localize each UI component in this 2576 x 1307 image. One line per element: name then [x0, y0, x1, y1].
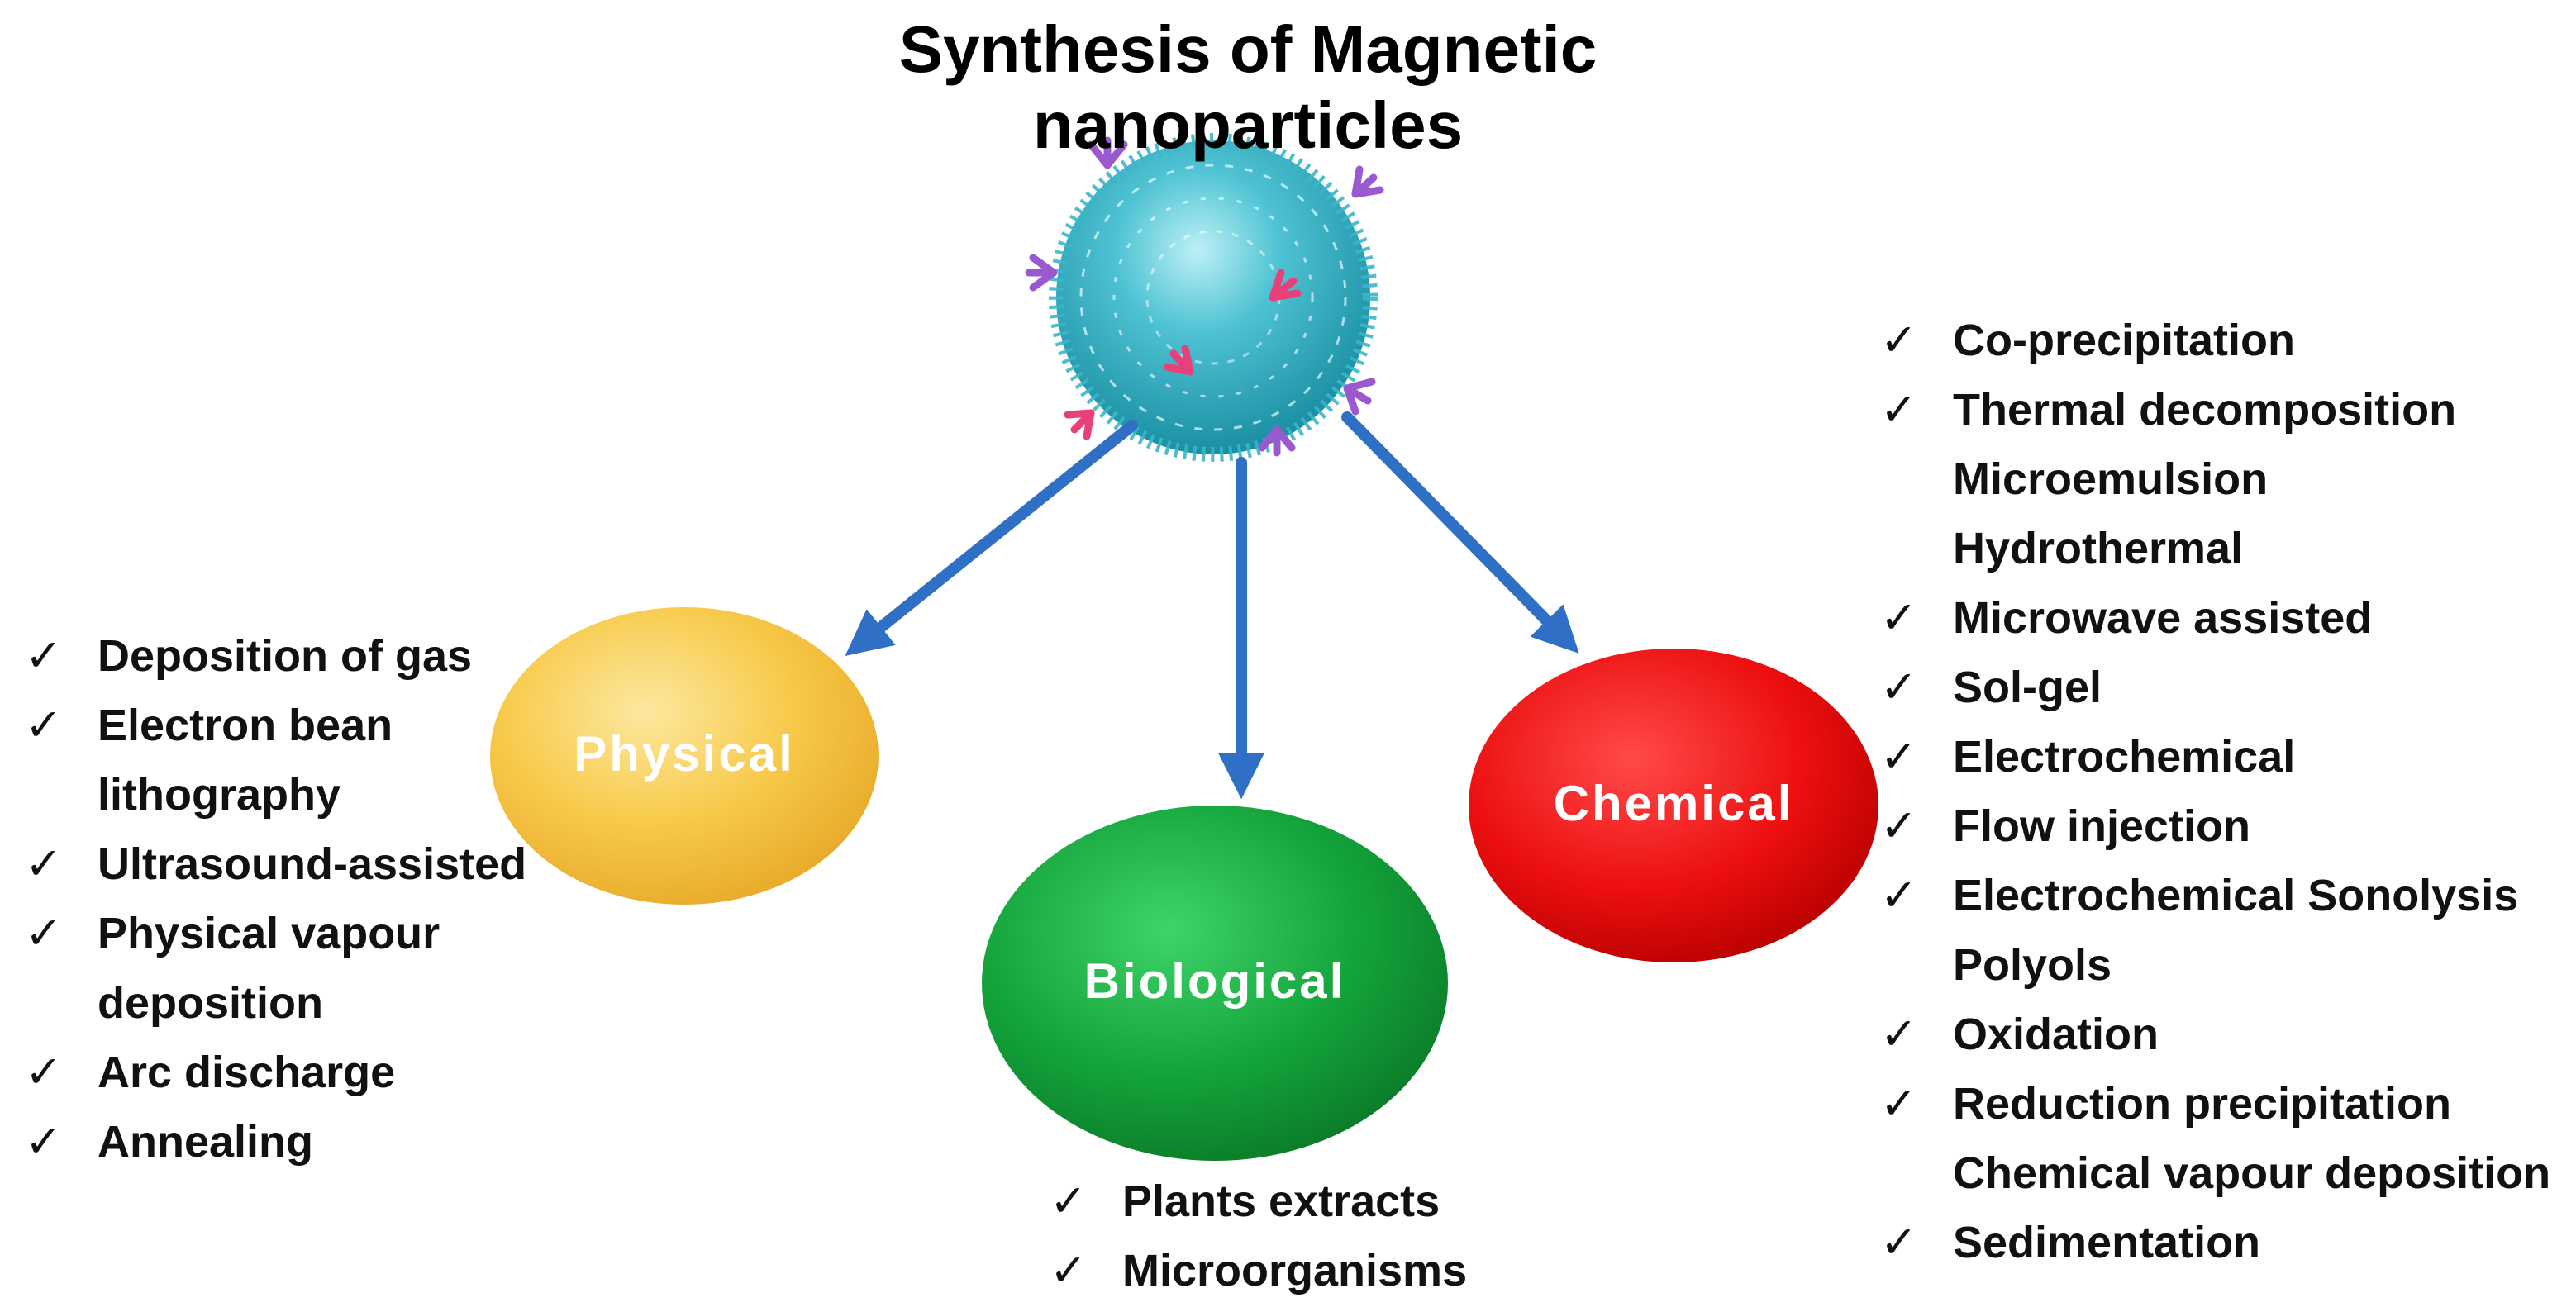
list-item: ✓Thermal decomposition: [1880, 375, 2566, 444]
check-icon: ✓: [25, 1046, 63, 1098]
list-item: ✓Sedimentation: [1880, 1208, 2566, 1277]
check-icon: ✓: [25, 1115, 63, 1167]
check-icon: ✓: [1880, 730, 1918, 782]
list-item: ✓Plants extracts: [1050, 1167, 1512, 1236]
physical-node: [490, 607, 879, 905]
list-item: ✓Physical vapour: [25, 899, 554, 968]
physical-label: Physical: [574, 726, 795, 782]
title-line-1: Synthesis of Magnetic: [898, 12, 1598, 86]
list-item: Microemulsion: [1953, 454, 2269, 504]
check-icon: ✓: [1050, 1244, 1088, 1296]
list-item: ✓Ultrasound-assisted: [25, 829, 554, 899]
list-item: ✓Electrochemical: [1880, 722, 2566, 791]
arrow-to-chemical: [1341, 411, 1579, 654]
check-icon: ✓: [1880, 1008, 1918, 1060]
check-icon: ✓: [1880, 383, 1918, 435]
list-item: ✓Electrochemical Sonolysis: [1880, 861, 2566, 930]
list-item: ✓Sol-gel: [1880, 653, 2566, 722]
list-item: ✓Arc discharge: [25, 1038, 554, 1107]
chemical-label: Chemical: [1553, 776, 1794, 831]
list-item: ✓Reduction precipitation: [1880, 1069, 2566, 1138]
arrow-to-physical: [845, 420, 1138, 657]
check-icon: ✓: [1880, 1077, 1918, 1129]
list-item: ✓Microwave assisted: [1880, 583, 2566, 653]
list-item: Chemical vapour deposition: [1953, 1148, 2551, 1198]
check-icon: ✓: [25, 907, 63, 959]
chemical-node: [1469, 649, 1878, 962]
biological-methods-list: ✓Plants extracts ✓Microorganisms: [1050, 1167, 1512, 1305]
check-icon: ✓: [1880, 314, 1918, 366]
list-item: ✓Flow injection: [1880, 791, 2566, 861]
check-icon: ✓: [1880, 1216, 1918, 1268]
biological-node: [982, 806, 1448, 1161]
check-icon: ✓: [1880, 661, 1918, 713]
list-item: ✓Oxidation: [1880, 1000, 2566, 1069]
list-item: Polyols: [1953, 940, 2112, 990]
list-item: ✓Annealing: [25, 1107, 554, 1176]
physical-methods-list: ✓Deposition of gas ✓Electron bean lithog…: [25, 621, 554, 1176]
check-icon: ✓: [1050, 1175, 1088, 1227]
list-item: ✓Microorganisms: [1050, 1236, 1512, 1305]
chemical-methods-list: ✓Co-precipitation ✓Thermal decomposition…: [1880, 306, 2566, 1277]
list-item: ✓Co-precipitation: [1880, 306, 2566, 375]
antibody-icon: [1025, 136, 1384, 457]
check-icon: ✓: [25, 699, 63, 751]
diagram-title: Synthesis of Magnetic nanoparticles: [628, 12, 1868, 164]
list-item: ✓Electron bean: [25, 691, 554, 760]
biological-label: Biological: [1083, 953, 1346, 1009]
list-item: deposition: [98, 978, 323, 1028]
check-icon: ✓: [25, 838, 63, 890]
list-item: ✓Deposition of gas: [25, 621, 554, 691]
check-icon: ✓: [1880, 800, 1918, 852]
check-icon: ✓: [25, 630, 63, 682]
nanoparticle-icon: [1025, 133, 1384, 462]
check-icon: ✓: [1880, 869, 1918, 921]
list-item: Hydrothermal: [1953, 524, 2244, 573]
arrows: [845, 411, 1579, 800]
list-item: lithography: [98, 770, 340, 820]
title-line-2: nanoparticles: [1032, 88, 1464, 162]
check-icon: ✓: [1880, 592, 1918, 644]
